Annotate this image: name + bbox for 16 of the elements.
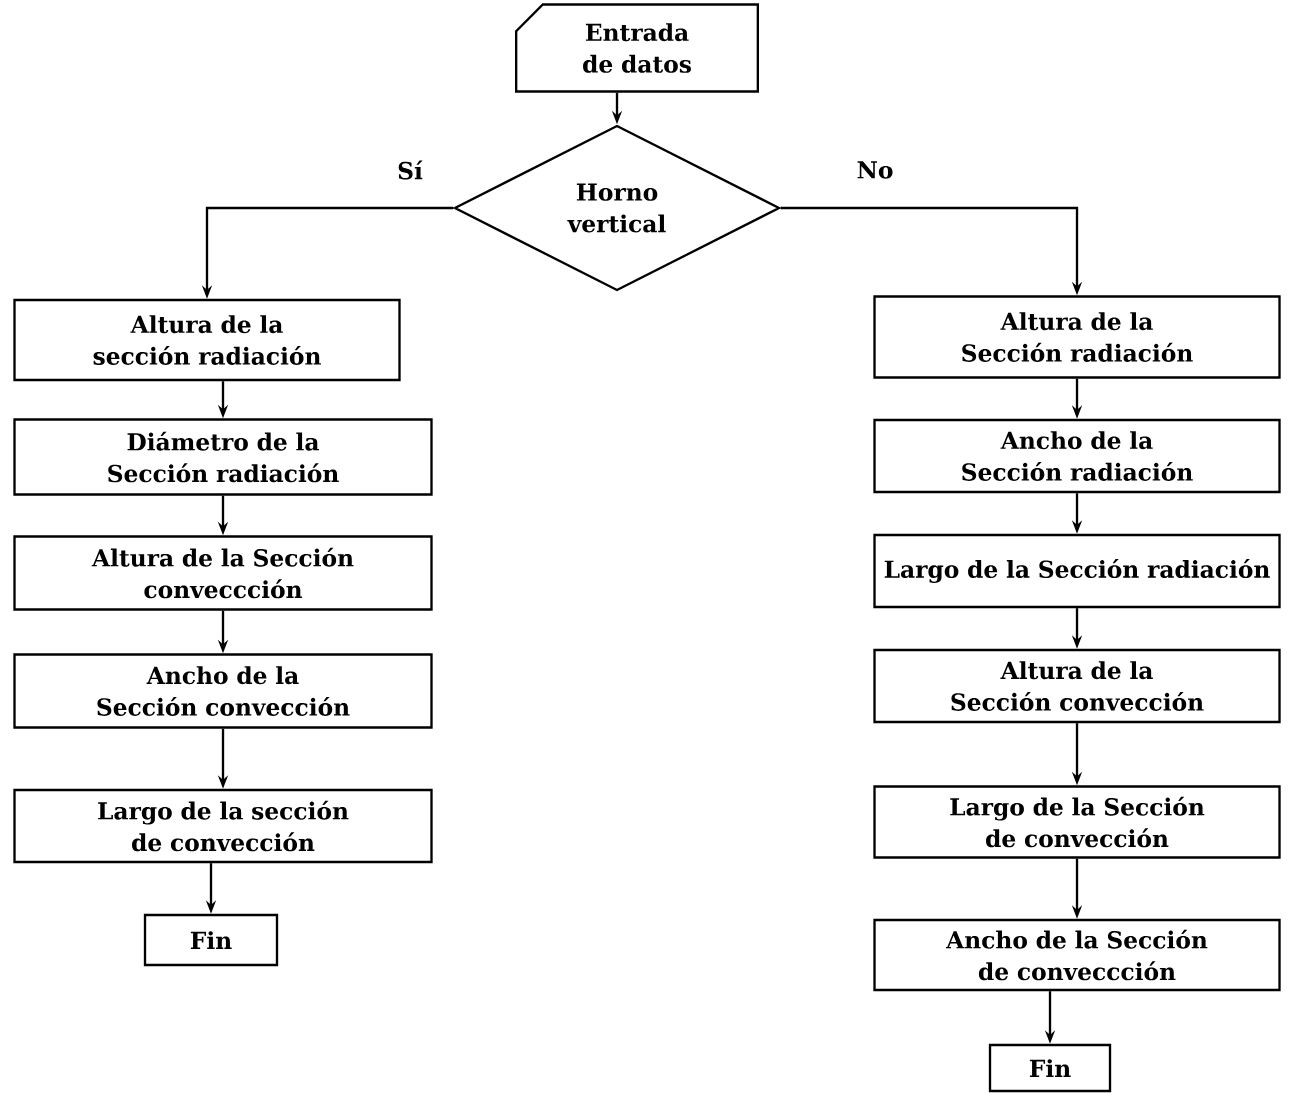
process-box: Fin xyxy=(143,913,279,967)
process-box: Ancho de la Sección de conveccción xyxy=(873,918,1281,992)
process-box: Fin xyxy=(988,1043,1112,1093)
process-box: Altura de la sección radiación xyxy=(13,298,401,382)
input-card: Entrada de datos xyxy=(515,3,759,93)
edge-label: Sí xyxy=(393,157,427,183)
process-box: Diámetro de la Sección radiación xyxy=(13,418,433,496)
edge-label: No xyxy=(853,158,897,182)
process-box: Altura de la Sección conveccción xyxy=(13,535,433,611)
process-box: Largo de la sección de convección xyxy=(13,788,433,864)
process-box: Altura de la Sección convección xyxy=(873,648,1281,724)
process-box: Ancho de la Sección radiación xyxy=(873,418,1281,494)
process-box: Altura de la Sección radiación xyxy=(873,295,1281,379)
process-box: Ancho de la Sección convección xyxy=(13,653,433,729)
process-box: Largo de la Sección de convección xyxy=(873,785,1281,859)
process-box: Largo de la Sección radiación xyxy=(873,533,1281,609)
